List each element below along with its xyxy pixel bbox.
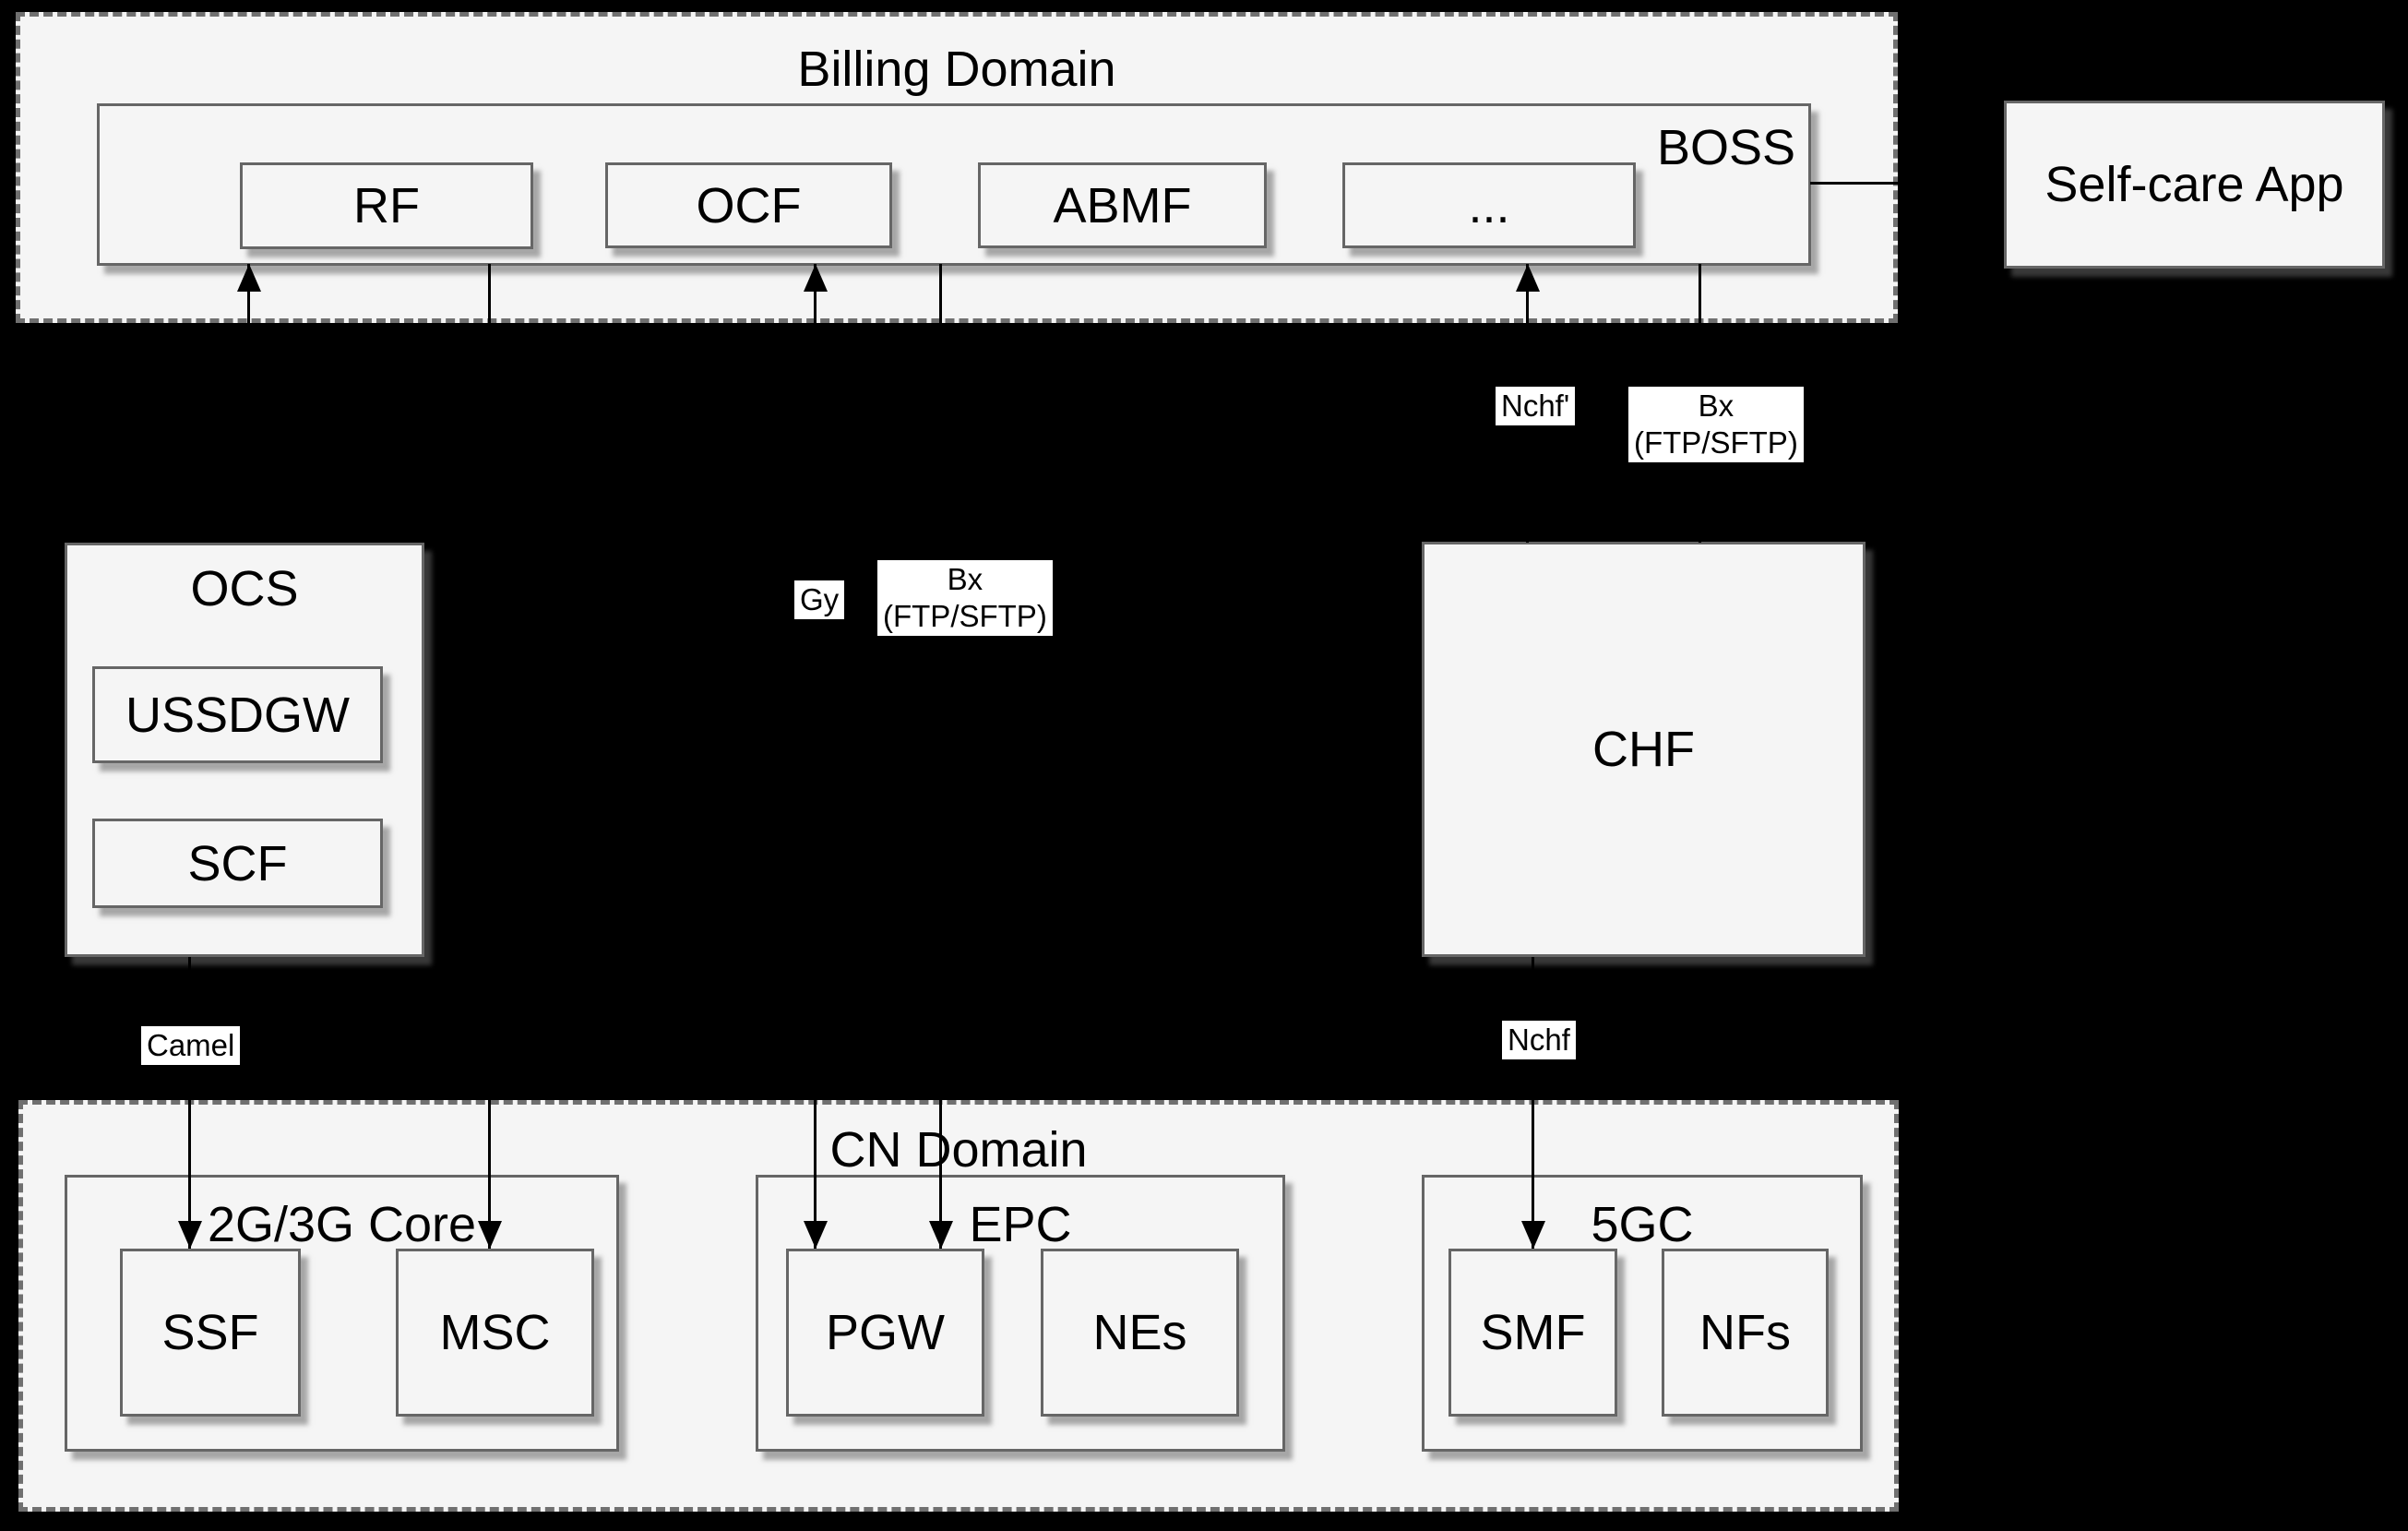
ocs-box: OCS USSDGW SCF bbox=[65, 543, 424, 957]
chf-label: CHF bbox=[1592, 722, 1695, 777]
boss-box: BOSS RF OCF ABMF ... bbox=[97, 103, 1811, 266]
ocs-rf-line bbox=[247, 264, 250, 543]
epc-box: EPC PGW NEs bbox=[756, 1175, 1285, 1452]
ellipsis-label: ... bbox=[1468, 177, 1510, 233]
bx-chf-label-line1: Bx bbox=[1698, 389, 1734, 423]
chf-box: CHF bbox=[1422, 542, 1866, 957]
ussdgw-label: USSDGW bbox=[125, 687, 350, 743]
self-care-app-box: Self-care App bbox=[2004, 101, 2385, 269]
boss-selfcare-line bbox=[1810, 182, 2004, 185]
camel-label: Camel bbox=[141, 1026, 241, 1065]
cn-domain-title: CN Domain bbox=[829, 1122, 1088, 1178]
bx-chf-label-line2: (FTP/SFTP) bbox=[1634, 425, 1798, 460]
nchf-line-arrowhead bbox=[1521, 1221, 1545, 1249]
nchf-label: Nchf bbox=[1502, 1021, 1576, 1059]
gy-line-up-arrowhead bbox=[804, 264, 828, 292]
nfs-box: NFs bbox=[1662, 1249, 1829, 1417]
ocf-box: OCF bbox=[605, 162, 892, 248]
scf-label: SCF bbox=[187, 835, 288, 891]
core-2g3g-title: 2G/3G Core bbox=[207, 1197, 477, 1252]
ocs-title: OCS bbox=[190, 561, 299, 616]
cn-domain-group: CN Domain 2G/3G Core SSF MSC EPC PGW NEs… bbox=[18, 1100, 1899, 1512]
ocs-rf-arrowhead bbox=[237, 264, 261, 292]
smf-box: SMF bbox=[1448, 1249, 1617, 1417]
gy-line bbox=[814, 264, 817, 1249]
smf-label: SMF bbox=[1480, 1305, 1586, 1360]
nes-label: NEs bbox=[1092, 1305, 1187, 1360]
nchf-prime-label: Nchf' bbox=[1496, 387, 1576, 425]
boss-msc-line bbox=[488, 264, 491, 1249]
nchf-line bbox=[1532, 957, 1534, 1249]
gy-label: Gy bbox=[794, 580, 845, 619]
msc-box: MSC bbox=[396, 1249, 594, 1417]
camel-line bbox=[188, 957, 191, 1249]
billing-domain-title: Billing Domain bbox=[797, 42, 1116, 97]
ocf-label: OCF bbox=[696, 177, 802, 233]
bx-pgw-label-line2: (FTP/SFTP) bbox=[883, 599, 1047, 633]
bx-pgw-arrowhead bbox=[929, 1221, 953, 1249]
gy-line-down-arrowhead bbox=[804, 1221, 828, 1249]
fivegc-box: 5GC SMF NFs bbox=[1422, 1175, 1863, 1452]
rf-label: RF bbox=[353, 178, 420, 233]
pgw-label: PGW bbox=[826, 1305, 945, 1360]
bx-chf-label: Bx (FTP/SFTP) bbox=[1628, 387, 1804, 462]
boss-label: BOSS bbox=[1656, 120, 1795, 175]
bx-pgw-line bbox=[939, 264, 942, 1249]
scf-box: SCF bbox=[92, 819, 383, 908]
boss-msc-arrowhead bbox=[478, 1221, 502, 1249]
epc-title: EPC bbox=[969, 1197, 1072, 1252]
ellipsis-box: ... bbox=[1342, 162, 1636, 248]
billing-domain-group: Billing Domain BOSS RF OCF ABMF ... bbox=[16, 12, 1898, 323]
nes-box: NEs bbox=[1041, 1249, 1239, 1417]
bx-pgw-label: Bx (FTP/SFTP) bbox=[877, 560, 1053, 636]
nfs-label: NFs bbox=[1699, 1305, 1791, 1360]
abmf-box: ABMF bbox=[978, 162, 1267, 248]
ussdgw-box: USSDGW bbox=[92, 666, 383, 763]
self-care-app-label: Self-care App bbox=[2044, 157, 2344, 212]
abmf-label: ABMF bbox=[1053, 177, 1192, 233]
ssf-label: SSF bbox=[161, 1305, 259, 1360]
pgw-box: PGW bbox=[786, 1249, 984, 1417]
core-2g3g-box: 2G/3G Core SSF MSC bbox=[65, 1175, 619, 1452]
bx-pgw-label-line1: Bx bbox=[947, 562, 983, 596]
camel-line-arrowhead bbox=[178, 1221, 202, 1249]
msc-label: MSC bbox=[439, 1305, 551, 1360]
ssf-box: SSF bbox=[120, 1249, 301, 1417]
fivegc-title: 5GC bbox=[1591, 1197, 1694, 1252]
rf-box: RF bbox=[240, 162, 533, 249]
nchf-prime-arrowhead bbox=[1516, 264, 1540, 292]
